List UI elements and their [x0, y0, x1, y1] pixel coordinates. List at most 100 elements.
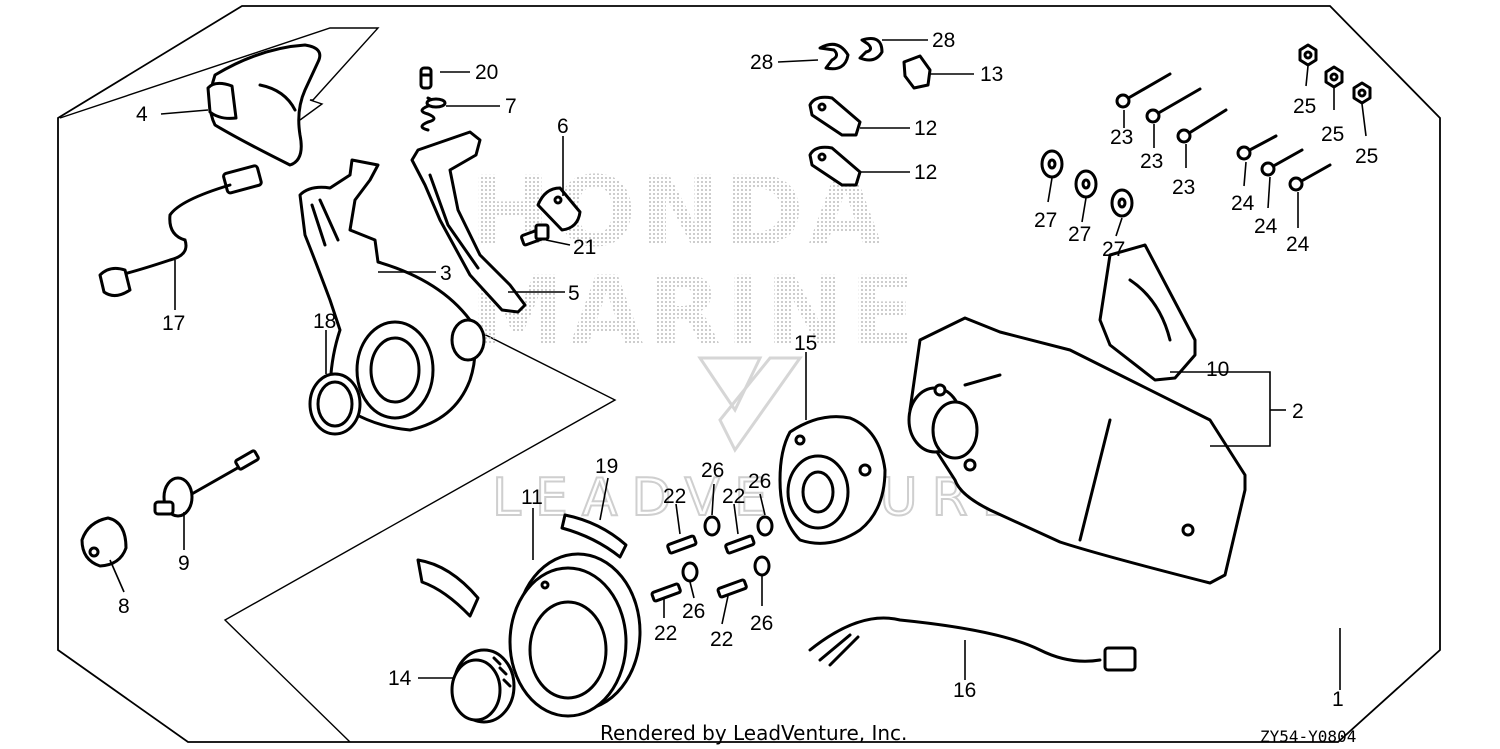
part-friction-plate[interactable] — [416, 558, 480, 618]
callout-12b: 12 — [914, 161, 937, 184]
callout-11: 11 — [521, 486, 543, 509]
part-23-screw-b[interactable] — [1145, 87, 1202, 124]
part-13-clip[interactable] — [902, 54, 932, 90]
callout-13: 13 — [980, 63, 1003, 86]
callout-15: 15 — [794, 332, 817, 355]
callout-23c: 23 — [1172, 176, 1195, 199]
part-8-cap[interactable] — [80, 516, 128, 568]
part-26-washer-a[interactable] — [703, 515, 721, 537]
part-18-o-ring-inner — [316, 380, 354, 428]
part-28-e-ring-a[interactable] — [818, 42, 850, 71]
part-20-screw[interactable] — [419, 66, 433, 90]
callout-22a: 22 — [663, 485, 686, 508]
callout-22d: 22 — [710, 628, 733, 651]
callout-24b: 24 — [1254, 215, 1278, 238]
part-19-plate[interactable] — [560, 513, 628, 559]
callout-20: 20 — [475, 61, 498, 84]
callout-5: 5 — [568, 282, 580, 305]
callout-16: 16 — [953, 679, 976, 702]
watermark-line2: MARINE — [470, 256, 919, 368]
part-15-gear-plate[interactable] — [778, 415, 887, 545]
render-credit: Rendered by LeadVenture, Inc. — [600, 721, 907, 745]
part-25-nut-a[interactable] — [1298, 43, 1318, 67]
callout-26a: 26 — [701, 459, 724, 482]
part-26-washer-b[interactable] — [756, 515, 774, 537]
callout-25b: 25 — [1321, 123, 1344, 146]
part-5-arm[interactable] — [410, 130, 527, 314]
part-25-nut-c[interactable] — [1352, 81, 1372, 105]
leader-lines — [109, 39, 1367, 690]
callout-14: 14 — [388, 667, 412, 690]
callout-26d: 26 — [750, 612, 773, 635]
callout-27c: 27 — [1102, 238, 1125, 261]
part-11-drum[interactable] — [508, 552, 642, 718]
callout-18: 18 — [313, 310, 336, 333]
callout-numbers: 1 2 3 4 5 6 7 8 9 10 11 12 12 13 14 15 1… — [118, 29, 1378, 711]
part-21-bolt[interactable] — [520, 223, 550, 247]
callout-9: 9 — [178, 552, 190, 575]
part-26-washer-c[interactable] — [681, 561, 699, 583]
leadventure-logo-icon — [697, 356, 803, 453]
callout-23b: 23 — [1140, 150, 1163, 173]
sub-assembly-outline — [59, 27, 380, 121]
part-10-gasket[interactable] — [1098, 243, 1197, 382]
callout-1: 1 — [1332, 688, 1344, 711]
callout-17: 17 — [162, 312, 185, 335]
callout-25a: 25 — [1293, 95, 1316, 118]
callout-19: 19 — [595, 455, 618, 478]
callout-22b: 22 — [722, 485, 745, 508]
part-7-spring[interactable] — [420, 96, 447, 132]
watermark: HONDA MARINE LEADVENTURE — [470, 156, 1016, 529]
callout-27a: 27 — [1034, 209, 1057, 232]
part-23-screw-a[interactable] — [1115, 72, 1172, 109]
part-12-bracket-b[interactable] — [808, 145, 862, 187]
diagram-frame — [57, 5, 1441, 743]
part-22-screw-c[interactable] — [650, 582, 682, 603]
part-4-grip[interactable] — [206, 43, 322, 167]
part-2-control-box[interactable] — [907, 316, 1247, 585]
part-27-washer-c[interactable] — [1110, 188, 1134, 218]
callout-6: 6 — [557, 115, 569, 138]
callout-28a: 28 — [750, 51, 773, 74]
part-22-screw-a[interactable] — [666, 534, 698, 555]
part-3-lever[interactable] — [298, 158, 486, 432]
part-22-screw-d[interactable] — [716, 578, 748, 599]
part-12-bracket-a[interactable] — [808, 95, 862, 137]
callout-8: 8 — [118, 595, 130, 618]
part-24-screw-a[interactable] — [1236, 134, 1278, 161]
callout-2: 2 — [1292, 400, 1304, 423]
callout-27b: 27 — [1068, 223, 1091, 246]
part-17-wiring[interactable] — [98, 164, 263, 297]
callout-24c: 24 — [1286, 233, 1310, 256]
sub-assembly-outline-lower — [223, 317, 617, 743]
callout-28b: 28 — [932, 29, 955, 52]
callout-26c: 26 — [682, 600, 705, 623]
callout-26b: 26 — [748, 470, 771, 493]
watermark-line1: HONDA — [470, 156, 886, 268]
callout-3: 3 — [440, 262, 452, 285]
part-24-screw-c[interactable] — [1288, 163, 1332, 192]
callout-23a: 23 — [1110, 126, 1133, 149]
callout-22c: 22 — [654, 622, 677, 645]
part-25-nut-b[interactable] — [1324, 65, 1344, 89]
part-9-shaft[interactable] — [153, 449, 260, 518]
part-16-harness[interactable] — [808, 616, 1137, 672]
part-24-screw-b[interactable] — [1260, 148, 1304, 177]
callout-10: 10 — [1206, 358, 1229, 381]
part-27-washer-b[interactable] — [1074, 169, 1098, 199]
part-14-bearing[interactable] — [450, 648, 516, 724]
part-26-washer-d[interactable] — [753, 555, 771, 577]
part-6-plate[interactable] — [536, 186, 582, 232]
callout-7: 7 — [505, 95, 517, 118]
diagram-code: ZY54-Y0804 — [1260, 727, 1356, 746]
callout-4: 4 — [136, 103, 148, 126]
part-22-screw-b[interactable] — [724, 534, 756, 555]
part-28-e-ring-b[interactable] — [858, 37, 884, 62]
part-23-screw-c[interactable] — [1176, 108, 1228, 144]
part-27-washer-a[interactable] — [1040, 149, 1064, 179]
callout-24a: 24 — [1231, 192, 1255, 215]
callout-12a: 12 — [914, 117, 937, 140]
callout-25c: 25 — [1355, 145, 1378, 168]
callout-21: 21 — [573, 236, 596, 259]
